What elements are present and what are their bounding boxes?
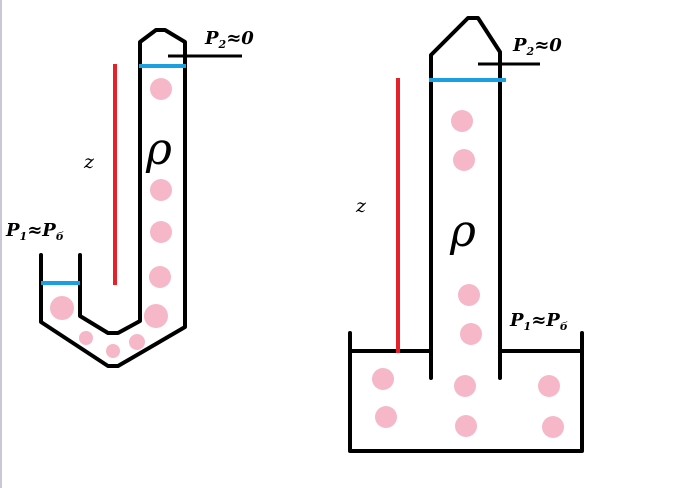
particle <box>375 406 397 428</box>
liquid-particles-right <box>372 110 564 438</box>
particle <box>542 416 564 438</box>
tube-wall-right <box>429 16 502 380</box>
particle <box>455 415 477 437</box>
particle <box>79 331 93 345</box>
particle <box>149 266 171 288</box>
pressure-bottom-label-right: P1≈Pб <box>509 310 568 333</box>
svg-text:P1≈Pб: P1≈Pб <box>5 220 64 243</box>
particle <box>150 78 172 100</box>
cup-barometer: z ρ P2≈0 P1≈Pб <box>348 16 584 453</box>
particle <box>538 375 560 397</box>
particle <box>372 368 394 390</box>
particle <box>106 344 120 358</box>
cup-wall <box>348 331 584 453</box>
particle <box>129 334 145 350</box>
density-label-left: ρ <box>145 124 172 175</box>
window-edge <box>0 0 2 488</box>
pressure-top-label-left: P2≈0 <box>204 28 254 51</box>
particle <box>50 296 74 320</box>
svg-text:P2≈0: P2≈0 <box>204 28 254 51</box>
u-tube-inner-wall <box>78 64 142 335</box>
particle <box>454 375 476 397</box>
svg-text:P2≈0: P2≈0 <box>512 35 562 58</box>
u-tube-barometer: z ρ P2≈0 P1≈Pб <box>5 28 254 368</box>
height-label-right: z <box>355 195 367 217</box>
particle <box>453 149 475 171</box>
u-tube-outer-wall <box>39 28 187 368</box>
particle <box>451 110 473 132</box>
liquid-particles-left <box>50 78 172 358</box>
particle <box>460 323 482 345</box>
particle <box>150 221 172 243</box>
particle <box>458 284 480 306</box>
particle <box>150 179 172 201</box>
density-label-right: ρ <box>449 206 476 257</box>
svg-text:P1≈Pб: P1≈Pб <box>509 310 568 333</box>
height-label-left: z <box>83 151 95 173</box>
particle <box>144 304 168 328</box>
pressure-bottom-label-left: P1≈Pб <box>5 220 64 243</box>
pressure-top-label-right: P2≈0 <box>512 35 562 58</box>
